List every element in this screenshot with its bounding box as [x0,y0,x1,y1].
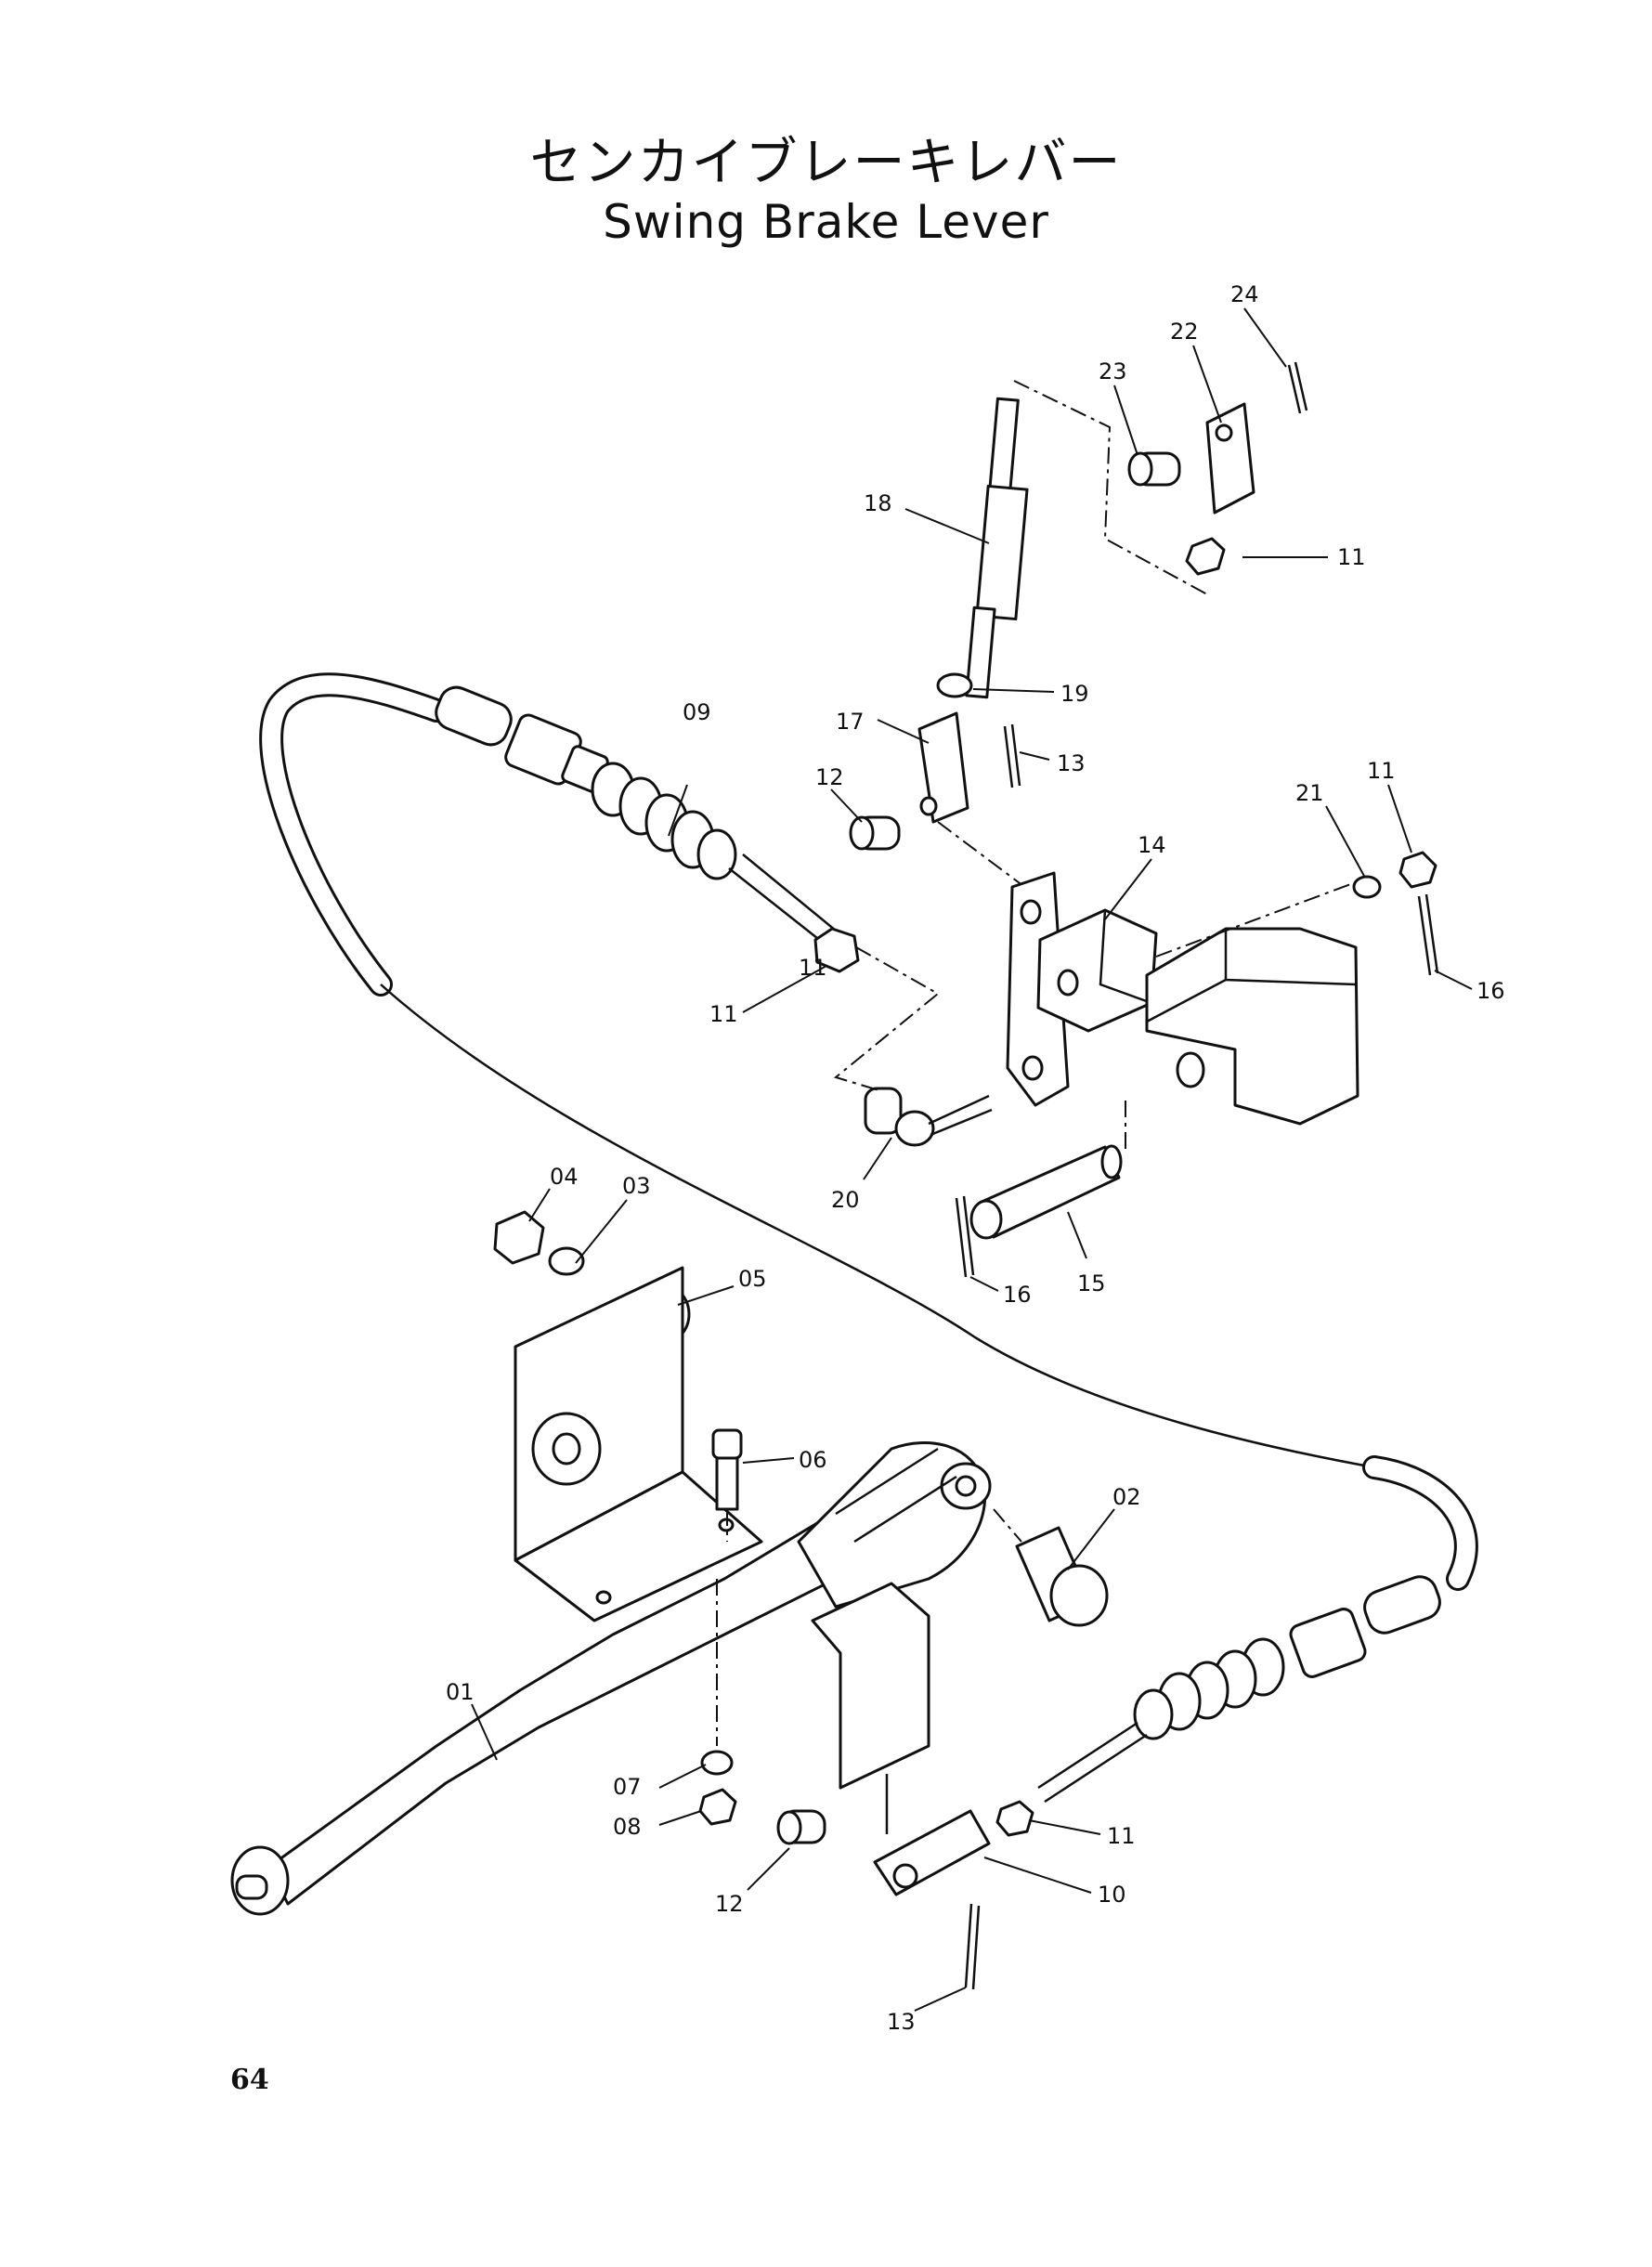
label-02: 02 [1112,1484,1141,1510]
pivot-pin-15 [955,1101,1126,1278]
lower-control-cable [380,984,1478,1837]
part-number-labels: 24 22 23 11 18 19 09 17 13 12 11 21 14 1… [446,281,1505,2035]
label-20: 20 [831,1187,860,1213]
label-11-right: 11 [1367,758,1396,784]
washer-and-nut-07-08 [698,1579,737,1826]
ball-joint-20 [833,946,993,1147]
label-11-mid: 11 [709,1001,738,1027]
lower-clevis-assembly [849,672,1032,892]
main-bracket [514,1266,763,1622]
label-10: 10 [1098,1882,1126,1908]
mounting-housing [1145,927,1359,1126]
label-12-upper: 12 [815,764,844,790]
label-18: 18 [864,490,892,516]
label-11-cable: 11 [799,955,827,981]
bolt-06 [711,1428,743,1542]
leader-lines [471,307,1473,2012]
label-04: 04 [550,1164,579,1190]
title-japanese: センカイブレーキレバー [529,133,1123,193]
title-english: Swing Brake Lever [603,195,1049,249]
label-01: 01 [446,1679,475,1705]
label-17: 17 [836,709,865,735]
right-fasteners [1155,851,1439,976]
label-22: 22 [1170,319,1199,345]
adjusting-rod-18 [965,397,1029,699]
page-number: 64 [230,2064,269,2096]
label-24: 24 [1230,281,1259,307]
hand-lever-01 [230,1441,992,1916]
label-14: 14 [1138,832,1166,858]
label-13-lower: 13 [887,2009,916,2035]
label-21: 21 [1295,780,1324,806]
label-08: 08 [613,1814,642,1840]
label-03: 03 [622,1173,651,1199]
bolt-02 [993,1508,1109,1627]
label-06: 06 [799,1447,827,1473]
label-12-lower: 12 [715,1891,744,1917]
label-11-lower: 11 [1107,1823,1136,1849]
brake-lever-14 [1006,871,1158,1107]
label-07: 07 [613,1774,642,1800]
label-11-upper: 11 [1337,544,1366,570]
label-19: 19 [1060,681,1089,707]
cable-clevis-10 [776,1809,991,1990]
label-16-lower: 16 [1003,1282,1032,1308]
label-15: 15 [1077,1270,1106,1296]
label-05: 05 [738,1266,767,1292]
label-13-upper: 13 [1057,750,1086,776]
cable-boot-09 [591,762,737,880]
upper-control-cable [259,672,860,997]
label-09: 09 [683,699,711,725]
upper-clevis-assembly [1013,361,1308,595]
label-23: 23 [1099,358,1127,384]
label-16-right: 16 [1476,978,1505,1004]
